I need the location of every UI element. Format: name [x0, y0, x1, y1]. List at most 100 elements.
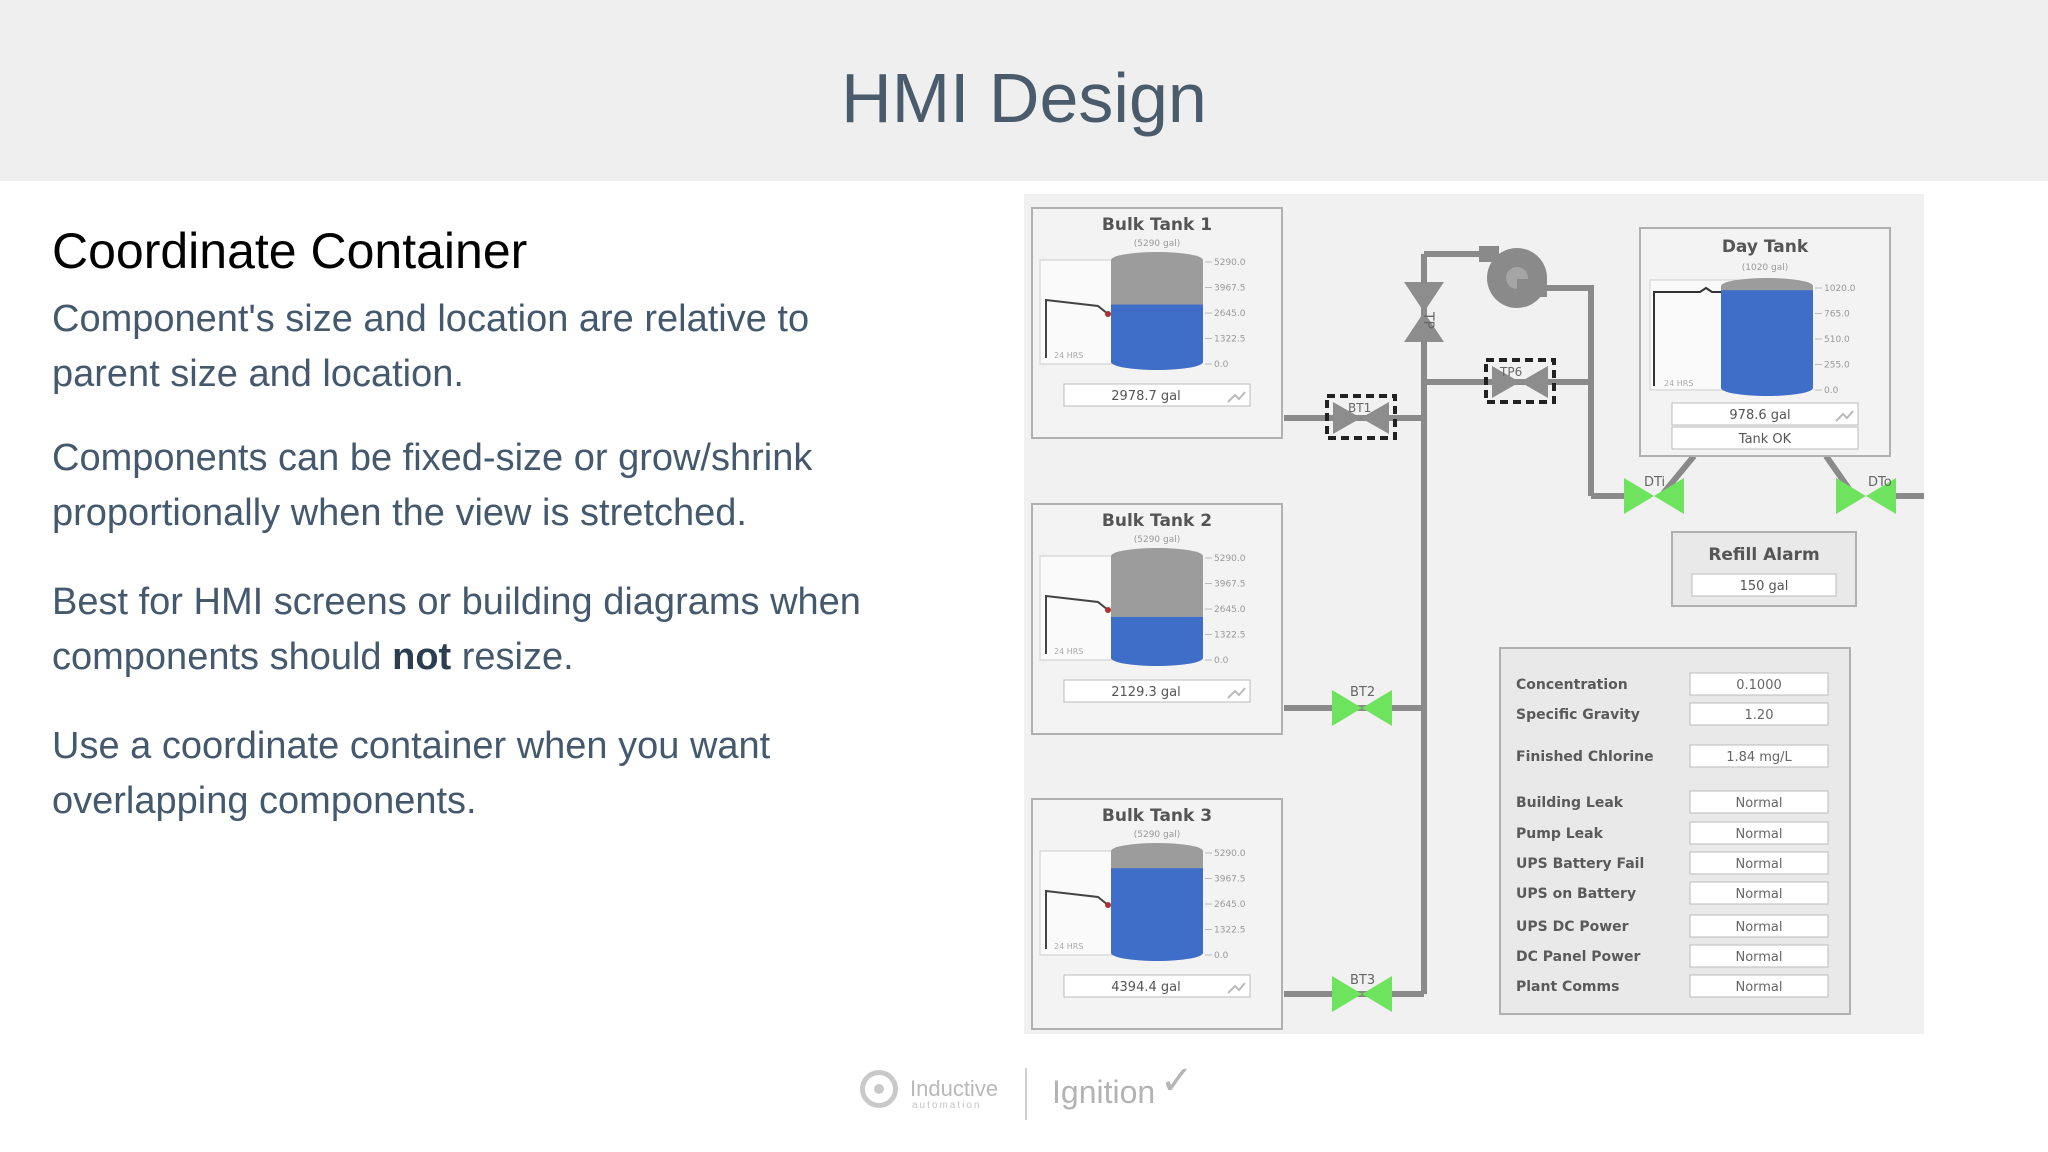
reading-value-box: [1689, 851, 1829, 875]
bulk-tank-level-fill: [1111, 304, 1203, 362]
trend-icon: [1835, 410, 1854, 422]
trend-icon: [1227, 391, 1246, 403]
paragraph-2: Components can be fixed-size or grow/shr…: [52, 437, 813, 534]
day-tank-scale-label: 510.0: [1824, 335, 1850, 345]
bulk-tank-trend-line: [1045, 889, 1109, 949]
trend-icon: [1227, 687, 1246, 699]
day-tank-capacity: (1020 gal): [1742, 263, 1789, 273]
bulk-tank-trend-line: [1045, 594, 1109, 654]
bulk-tank-scale-label: 3967.5: [1214, 875, 1246, 885]
bulk-tank-trend-point: [1105, 607, 1111, 613]
bulk-tank-capacity: (5290 gal): [1134, 535, 1181, 545]
reading-value: Normal: [1735, 827, 1782, 842]
valve-bt2-label: BT2: [1350, 685, 1375, 700]
slide-subtitle: Coordinate Container: [52, 223, 528, 279]
bulk-tank-history-label: 24 HRS: [1054, 351, 1083, 360]
hmi-diagram: TP TP6 BT1 BT2 BT3 DTi DTo Bulk Tank: [1024, 194, 1924, 1034]
valve-tp-label: TP: [1420, 311, 1436, 329]
day-tank-panel[interactable]: Day Tank (1020 gal) 24 HRS 1020.0765.051…: [1639, 227, 1891, 457]
paragraph-4: Use a coordinate container when you want…: [52, 725, 771, 822]
bulk-tank-scale-label: 5290.0: [1214, 258, 1246, 268]
title-bar: [0, 0, 2048, 181]
inductive-logo-text: Inductive: [910, 1076, 999, 1101]
day-tank-title: Day Tank: [1722, 237, 1809, 257]
pump-icon[interactable]: [1479, 246, 1547, 308]
reading-value-box: [1689, 914, 1829, 938]
bulk-tank-vessel-bottom: [1111, 945, 1203, 961]
reading-value-box: [1689, 702, 1829, 726]
reading-value-box: [1689, 974, 1829, 998]
day-tank-value: 978.6 gal: [1729, 408, 1790, 423]
reading-value: Normal: [1735, 980, 1782, 995]
bulk-tank-readout: [1063, 383, 1251, 407]
bulk-tank-title: Bulk Tank 3: [1102, 806, 1212, 826]
reading-value: Normal: [1735, 857, 1782, 872]
refill-alarm-value: 150 gal: [1740, 579, 1789, 594]
reading-label: Pump Leak: [1516, 826, 1604, 842]
bulk-tank-value: 2978.7 gal: [1111, 389, 1180, 404]
bulk-tank-level-fill: [1111, 868, 1203, 953]
bulk-tank-value: 4394.4 gal: [1111, 980, 1180, 995]
valve-dto[interactable]: DTo: [1836, 475, 1896, 514]
bulk-tank-1-panel[interactable]: Bulk Tank 1(5290 gal)24 HRS5290.03967.52…: [1031, 207, 1283, 439]
reading-label: Finished Chlorine: [1516, 749, 1654, 765]
reading-value: 1.84 mg/L: [1726, 750, 1792, 765]
reading-value-box: [1689, 672, 1829, 696]
reading-label: Plant Comms: [1516, 979, 1619, 995]
reading-label: Specific Gravity: [1516, 707, 1640, 723]
inductive-logo-subtext: automation: [912, 1100, 982, 1111]
footer-separator: [1025, 1068, 1027, 1120]
bulk-tank-title: Bulk Tank 2: [1102, 511, 1212, 531]
valve-dti[interactable]: DTi: [1624, 475, 1684, 514]
reading-label: Concentration: [1516, 677, 1628, 693]
reading-label: UPS DC Power: [1516, 919, 1629, 935]
footer-logos: Inductive automation Ignition ✓: [860, 1052, 1200, 1122]
reading-value: Normal: [1735, 887, 1782, 902]
bulk-tank-2-panel[interactable]: Bulk Tank 2(5290 gal)24 HRS5290.03967.52…: [1031, 503, 1283, 735]
bulk-tank-scale-label: 1322.5: [1214, 926, 1246, 936]
valve-bt3[interactable]: BT3: [1332, 973, 1392, 1012]
reading-value-box: [1689, 744, 1829, 768]
day-tank-scale-label: 255.0: [1824, 361, 1850, 371]
bulk-tank-capacity: (5290 gal): [1134, 239, 1181, 249]
valve-dti-label: DTi: [1644, 475, 1665, 490]
paragraph-3: Best for HMI screens or building diagram…: [52, 575, 892, 685]
paragraph-3-bold: not: [392, 636, 452, 678]
valve-tp[interactable]: TP: [1404, 282, 1444, 342]
refill-alarm-title: Refill Alarm: [1708, 545, 1819, 565]
refill-alarm-input[interactable]: [1691, 573, 1837, 597]
slide-title: HMI Design: [841, 59, 1207, 137]
day-tank-status: Tank OK: [1738, 432, 1792, 447]
reading-label: Building Leak: [1516, 795, 1624, 811]
valve-bt1[interactable]: BT1: [1325, 394, 1397, 440]
day-tank-status-box: [1671, 426, 1859, 450]
paragraph-1: Component's size and location are relati…: [52, 298, 810, 395]
bulk-tank-scale-label: 0.0: [1214, 656, 1229, 666]
reading-value: 1.20: [1745, 708, 1774, 723]
bulk-tank-scale-label: 3967.5: [1214, 284, 1246, 294]
bulk-tank-scale-label: 0.0: [1214, 360, 1229, 370]
paragraph-3-start: Best for HMI screens or building diagram…: [52, 581, 861, 678]
day-tank-history-label: 24 HRS: [1664, 379, 1693, 388]
reading-label: UPS on Battery: [1516, 886, 1636, 902]
ignition-check-icon: ✓: [1160, 1059, 1194, 1103]
paragraph-3-end: resize.: [451, 636, 574, 678]
refill-alarm-panel[interactable]: Refill Alarm 150 gal: [1671, 531, 1857, 607]
bulk-tank-value: 2129.3 gal: [1111, 685, 1180, 700]
bulk-tank-scale-label: 0.0: [1214, 951, 1229, 961]
bulk-tank-vessel-bottom: [1111, 354, 1203, 370]
trend-icon: [1227, 982, 1246, 994]
bulk-tank-trend-line: [1045, 298, 1109, 358]
bulk-tank-3-panel[interactable]: Bulk Tank 3(5290 gal)24 HRS5290.03967.52…: [1031, 798, 1283, 1030]
day-tank-scale-label: 0.0: [1824, 386, 1839, 396]
valve-tp6[interactable]: TP6: [1484, 358, 1556, 404]
inductive-automation-gear-icon: [860, 1070, 898, 1108]
valve-bt2[interactable]: BT2: [1332, 685, 1392, 726]
bulk-tank-trend-point: [1105, 311, 1111, 317]
reading-value: Normal: [1735, 920, 1782, 935]
bulk-tank-scale-label: 2645.0: [1214, 309, 1246, 319]
valve-tp6-label: TP6: [1499, 365, 1522, 379]
day-tank-scale-label: 1020.0: [1824, 284, 1856, 294]
